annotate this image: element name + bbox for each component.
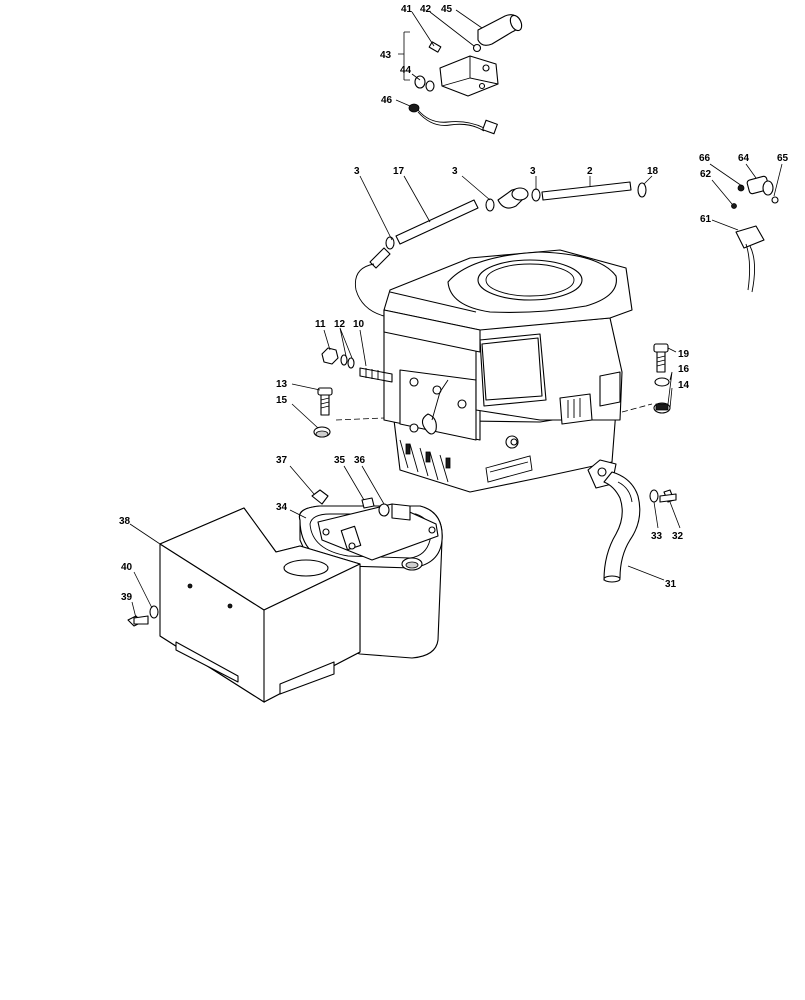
- callout-33: 33: [651, 531, 663, 542]
- callout-13: 13: [276, 379, 288, 390]
- callout-40: 40: [121, 562, 133, 573]
- callout-16: 16: [678, 364, 690, 375]
- callout-37: 37: [276, 455, 288, 466]
- callout-43: 43: [380, 50, 392, 61]
- callout-62: 62: [700, 169, 712, 180]
- callout-66: 66: [699, 153, 711, 164]
- callout-10: 10: [353, 319, 365, 330]
- callout-labels: 41 42 45 43 44 46 3 17 3 3 2 18 66 64 65…: [119, 4, 789, 603]
- callout-17: 17: [393, 166, 405, 177]
- callout-3-middle: 3: [452, 166, 458, 177]
- callout-38: 38: [119, 516, 131, 527]
- callout-35: 35: [334, 455, 346, 466]
- callout-44: 44: [400, 65, 412, 76]
- callout-18: 18: [647, 166, 659, 177]
- callout-32: 32: [672, 531, 684, 542]
- throttle-cable-assembly: [731, 175, 779, 293]
- callout-34: 34: [276, 502, 288, 513]
- fuel-pump-assembly: [408, 14, 523, 135]
- callout-3-right: 3: [530, 166, 536, 177]
- callout-31: 31: [665, 579, 677, 590]
- callout-14: 14: [678, 380, 690, 391]
- callout-19: 19: [678, 349, 690, 360]
- callout-15: 15: [276, 395, 288, 406]
- callout-2: 2: [587, 166, 593, 177]
- engine-mount-hardware: [313, 343, 671, 438]
- exhaust-pipe: [587, 459, 677, 583]
- callout-41: 41: [401, 4, 413, 15]
- leader-lines: [129, 9, 783, 619]
- callout-3-left: 3: [354, 166, 360, 177]
- callout-61: 61: [700, 214, 712, 225]
- callout-36: 36: [354, 455, 366, 466]
- callout-11: 11: [315, 319, 326, 330]
- engine-block: [359, 249, 633, 493]
- callout-65: 65: [777, 153, 789, 164]
- callout-42: 42: [420, 4, 432, 15]
- heat-shield: [127, 507, 361, 703]
- callout-39: 39: [121, 592, 133, 603]
- callout-64: 64: [738, 153, 750, 164]
- callout-46: 46: [381, 95, 393, 106]
- fuel-hose-line: [354, 181, 647, 317]
- callout-45: 45: [441, 4, 453, 15]
- callout-12: 12: [334, 319, 346, 330]
